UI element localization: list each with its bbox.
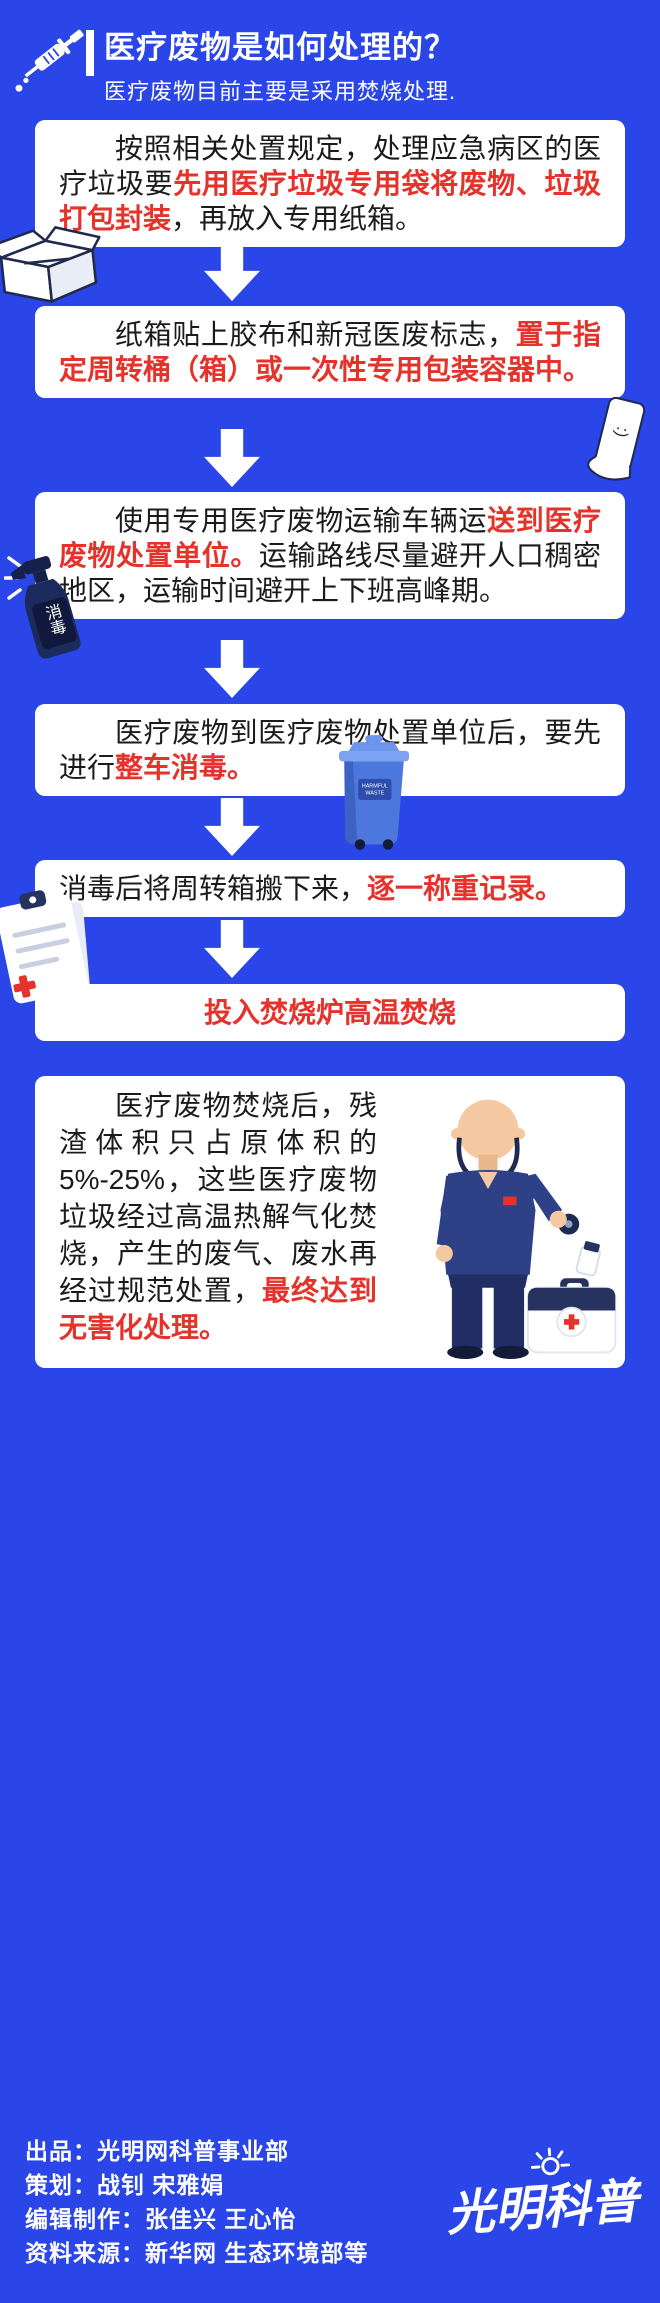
red-cross-icon [13, 975, 36, 998]
bin-label-line1: HARMFUL [362, 784, 388, 790]
step-7-box: 医疗废物焚烧后，残渣体积只占原体积的5%-25%，这些医疗废物垃圾经过高温热解气… [35, 1076, 625, 1368]
logo-text-guangming: 光明 [444, 2182, 545, 2242]
step-1-box: 按照相关处置规定，处理应急病区的医疗垃圾要先用医疗垃圾专用袋将废物、垃圾打包封装… [35, 120, 625, 247]
step-2-segment-1: 纸箱贴上胶布和新冠医废标志， [115, 319, 516, 350]
footer-credits: 出品：光明网科普事业部 策划：战钊 宋雅娟 编辑制作：张佳兴 王心怡 资料来源：… [25, 2134, 368, 2270]
step-5-text: 消毒后将周转箱搬下来，逐一称重记录。 [59, 871, 601, 906]
step-1-text: 按照相关处置规定，处理应急病区的医疗垃圾要先用医疗垃圾专用袋将废物、垃圾打包封装… [59, 131, 601, 236]
paper-roll-icon: :) [587, 396, 646, 481]
first-aid-kit-icon [526, 1278, 617, 1354]
credit-editors: 编辑制作：张佳兴 王心怡 [25, 2206, 297, 2232]
brand-logo: 光明科普 [444, 2147, 640, 2244]
arrow-down-icon [204, 243, 260, 301]
step-6-box: 投入焚烧炉高温焚烧 [35, 984, 625, 1041]
page-title: 医疗废物是如何处理的？ [104, 30, 456, 65]
bin-label-line2: WASTE [365, 791, 384, 797]
step-5-box: 消毒后将周转箱搬下来，逐一称重记录。 [35, 860, 625, 917]
step-3-box: 使用专用医疗废物运输车辆运送到医疗废物处置单位。运输路线尽量避开人口稠密地区，运… [35, 492, 625, 619]
arrow-down-icon [204, 920, 260, 978]
cardboard-box-icon [0, 226, 101, 303]
step-3-text: 使用专用医疗废物运输车辆运送到医疗废物处置单位。运输路线尽量避开人口稠密地区，运… [59, 503, 601, 608]
step-7-highlight: 最终达到无害化处理。 [59, 1275, 377, 1343]
step-3-segment-3: 运输路线尽量避开人口稠密地区，运输时间避开上下班高峰期。 [59, 540, 601, 606]
step-1-segment-1: 按照相关处置规定，处理应急病区的医疗垃圾要 [59, 133, 601, 199]
step-2-text: 纸箱贴上胶布和新冠医废标志，置于指定周转桶（箱）或一次性专用包装容器中。 [59, 317, 601, 387]
step-4-highlight: 整车消毒。 [115, 752, 256, 783]
step-4-box: 医疗废物到医疗废物处置单位后，要先进行整车消毒。 [35, 704, 625, 796]
logo-text-kepu: 科普 [540, 2175, 640, 2235]
step-4-text: 医疗废物到医疗废物处置单位后，要先进行整车消毒。 [59, 715, 601, 785]
credit-planner: 策划：战钊 宋雅娟 [25, 2172, 225, 2198]
arrow-down-icon [204, 429, 260, 487]
step-1-segment-3: ，再放入专用纸箱。 [171, 203, 424, 234]
doctor-head [457, 1099, 519, 1161]
step-3-highlight: 送到医疗废物处置单位。 [59, 505, 601, 571]
step-7-text: 医疗废物焚烧后，残渣体积只占原体积的5%-25%，这些医疗废物垃圾经过高温热解气… [59, 1087, 377, 1346]
harmful-waste-bin-icon: HARMFUL WASTE [339, 735, 409, 850]
syringe-icon [15, 29, 84, 92]
title-accent-bar [86, 30, 94, 76]
sun-icon [530, 2147, 570, 2176]
clipboard-icon [0, 890, 90, 1004]
spray-bottle-icon: 消毒 [4, 556, 81, 659]
page-subtitle: 医疗废物目前主要是采用焚烧处理. [104, 79, 457, 104]
roll-face: :) [611, 425, 632, 440]
step-6-text: 投入焚烧炉高温焚烧 [59, 995, 601, 1030]
doctor-illustration [435, 1099, 617, 1359]
step-7-segment-1: 医疗废物焚烧后，残渣体积只占原体积的5%-25%，这些医疗废物垃圾经过高温热解气… [59, 1090, 377, 1306]
step-5-segment-1: 消毒后将周转箱搬下来， [59, 873, 368, 904]
arrow-down-icon [204, 640, 260, 698]
credit-producer: 出品：光明网科普事业部 [25, 2138, 289, 2164]
step-5-highlight: 逐一称重记录。 [367, 873, 564, 904]
step-2-box: 纸箱贴上胶布和新冠医废标志，置于指定周转桶（箱）或一次性专用包装容器中。 [35, 306, 625, 398]
pill-bottle-icon [575, 1241, 601, 1277]
step-6-highlight: 投入焚烧炉高温焚烧 [203, 997, 456, 1028]
step-1-highlight: 先用医疗垃圾专用袋将废物、垃圾打包封装 [59, 168, 601, 234]
credit-sources: 资料来源：新华网 生态环境部等 [25, 2240, 369, 2266]
arrow-down-icon [204, 798, 260, 856]
step-2-highlight: 置于指定周转桶（箱）或一次性专用包装容器中。 [59, 319, 601, 385]
step-3-segment-1: 使用专用医疗废物运输车辆运 [115, 505, 488, 536]
